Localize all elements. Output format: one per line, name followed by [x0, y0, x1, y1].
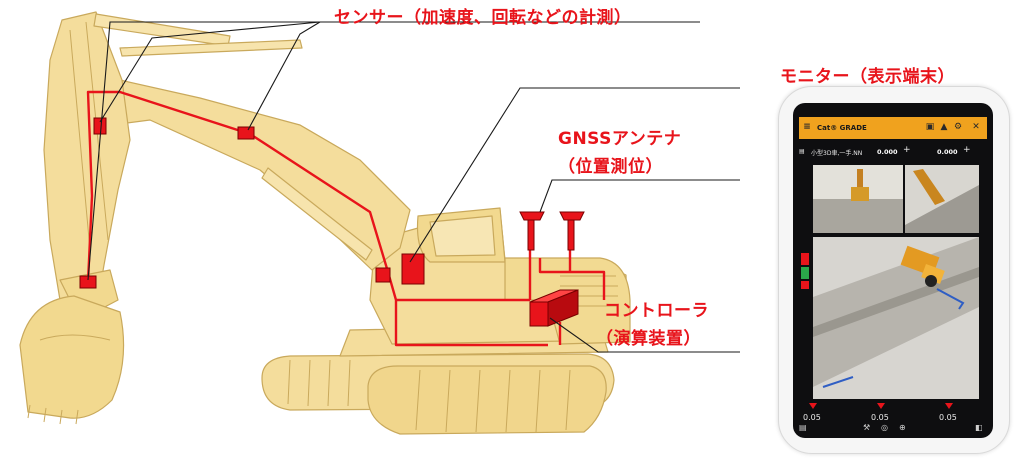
sensors [79, 117, 391, 289]
tablet-screen: ≡ Cat® GRADE ▣ ▲ ⚙ ✕ ▤ 小型3D車,一手.NN 0.000… [793, 103, 993, 438]
value-right: 0.000 [937, 148, 958, 156]
label-controller-name: コントローラ [604, 301, 709, 321]
tool-icon[interactable]: ⚒ [863, 423, 871, 432]
zoom-icon[interactable]: ⊕ [899, 423, 906, 432]
controller-box [529, 289, 579, 327]
monitor-tablet: ≡ Cat® GRADE ▣ ▲ ⚙ ✕ ▤ 小型3D車,一手.NN 0.000… [778, 86, 1010, 454]
label-monitor: モニター（表示端末） [780, 67, 955, 87]
sensor-arm [93, 117, 107, 135]
cab-monitor [401, 253, 425, 285]
bottom-toolbar: ▤ ⚒ ◎ ⊕ ◧ [799, 423, 987, 435]
view-icon[interactable]: ◎ [881, 423, 888, 432]
sensor-body [375, 267, 391, 283]
alert-icon[interactable]: ▲ [940, 122, 948, 132]
camera-view-2[interactable] [905, 165, 979, 233]
label-gnss-name: GNSSアンテナ [558, 129, 682, 149]
plus-icon-right[interactable]: + [963, 145, 971, 155]
sensor-boom [237, 126, 255, 140]
track-front [367, 365, 607, 435]
lock-icon[interactable]: ▣ [925, 122, 935, 132]
doc-icon[interactable]: ▤ [799, 423, 807, 432]
bottom-value-2: 0.05 [871, 413, 889, 422]
info-row: ▤ 小型3D車,一手.NN 0.000 + 0.000 + [799, 145, 987, 161]
wiring-harness [86, 90, 606, 347]
label-gnss-role: （位置測位） [558, 157, 663, 177]
arm [43, 11, 131, 311]
bottom-value-1: 0.05 [803, 413, 821, 422]
app-bar: ≡ Cat® GRADE ▣ ▲ ⚙ ✕ [799, 117, 987, 139]
app-title: Cat® GRADE [817, 124, 867, 132]
label-sensor: センサー（加速度、回転などの計測） [334, 8, 632, 28]
value-left: 0.000 [877, 148, 898, 156]
boom-cylinder [261, 167, 373, 261]
leader-lines [87, 21, 740, 353]
chart-icon[interactable]: ◧ [975, 423, 983, 432]
plan-view[interactable] [813, 237, 979, 399]
bottom-value-3: 0.05 [939, 413, 957, 422]
settings-icon[interactable]: ⚙ [953, 122, 963, 132]
depth-indicator [801, 253, 809, 289]
close-icon[interactable]: ✕ [972, 122, 980, 132]
plus-icon-left[interactable]: + [903, 145, 911, 155]
bucket [19, 295, 125, 419]
label-controller-role: （演算装置） [596, 329, 701, 349]
bottom-values: 0.05 0.05 0.05 [799, 403, 987, 433]
excavator [19, 11, 631, 435]
arm-cylinder [93, 13, 231, 47]
info-text: 小型3D車,一手.NN [811, 150, 863, 157]
gnss-antennas [519, 211, 585, 251]
camera-view-1[interactable] [813, 165, 903, 233]
doc-icon[interactable]: ▤ [799, 148, 805, 155]
menu-icon[interactable]: ≡ [803, 122, 811, 132]
